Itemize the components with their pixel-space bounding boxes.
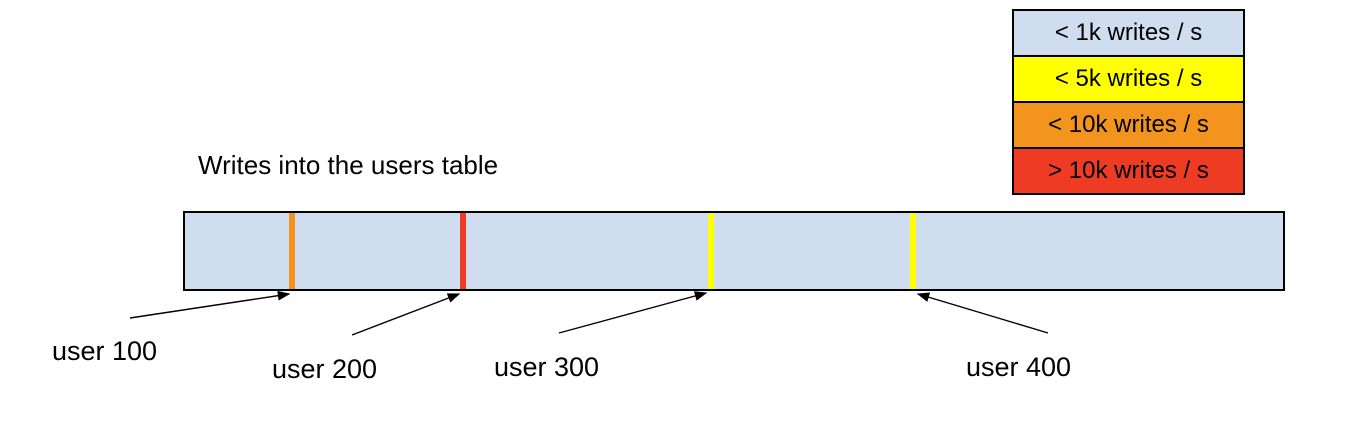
legend-item-lt-10k: < 10k writes / s <box>1014 101 1243 147</box>
legend-label-lt-5k: < 5k writes / s <box>1054 65 1203 92</box>
legend-item-lt-5k: < 5k writes / s <box>1014 55 1243 101</box>
user-label-user-200: user 200 <box>272 354 378 384</box>
legend-item-gt-10k: > 10k writes / s <box>1014 147 1243 193</box>
users-table-keyspace-bar <box>183 211 1285 291</box>
legend-item-lt-1k: < 1k writes / s <box>1014 11 1243 55</box>
annotation-arrow-user-400 <box>916 292 1049 334</box>
annotation-arrow-user-100 <box>129 290 291 319</box>
user-label-user-300: user 300 <box>494 352 600 382</box>
write-hotspot-stripe-user-200 <box>460 213 466 289</box>
diagram-title: Writes into the users table <box>198 150 499 180</box>
write-hotspot-stripe-user-100 <box>289 213 295 289</box>
annotation-arrow-user-200 <box>351 293 461 336</box>
annotation-arrow-user-300 <box>558 291 708 334</box>
legend: < 1k writes / s < 5k writes / s < 10k wr… <box>1012 9 1245 195</box>
write-hotspot-stripe-user-400 <box>910 213 916 289</box>
legend-label-lt-1k: < 1k writes / s <box>1054 19 1203 46</box>
legend-label-gt-10k: > 10k writes / s <box>1048 157 1209 184</box>
write-hotspot-stripe-user-300 <box>708 213 714 289</box>
user-label-user-100: user 100 <box>52 336 158 366</box>
user-label-user-400: user 400 <box>966 352 1072 382</box>
legend-label-lt-10k: < 10k writes / s <box>1048 111 1209 138</box>
